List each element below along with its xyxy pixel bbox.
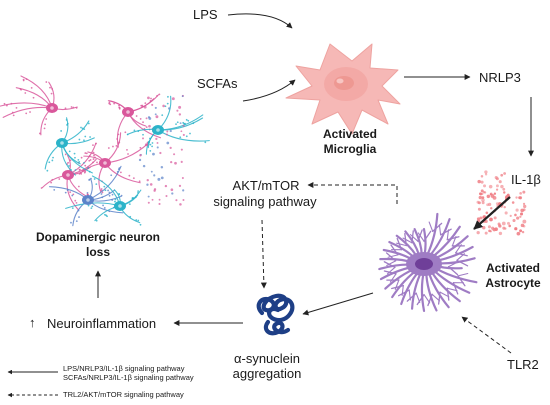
il1b-label: IL-1β (511, 172, 541, 187)
alpha-synuclein-aggregate-icon (256, 293, 295, 336)
alpha-synuclein-label-line1: α-synuclein (233, 351, 301, 366)
lps-label: LPS (193, 7, 218, 22)
legend-solid-label-line2: SCFAs/NRLP3/IL-1β signaling pathway (63, 373, 194, 382)
dopaminergic-neuron-loss-label-line2: loss (85, 245, 110, 259)
legend-dashed-label: TRL2/AKT/mTOR signaling pathway (63, 390, 184, 399)
arrow-astrocyte-to-akt-mtor (307, 182, 398, 204)
tlr2-label: TLR2 (507, 357, 539, 372)
legend-lines (7, 369, 58, 398)
akt-mtor-label-line2: signaling pathway (213, 194, 317, 209)
activated-microglia-label-line2: Microglia (323, 142, 377, 156)
nrlp3-label: NRLP3 (479, 70, 521, 85)
activated-astrocyte-label-line2: Astrocyte (485, 276, 541, 290)
il1b-dots-icon (476, 170, 527, 236)
neuroinflammation-label: Neuroinflammation (47, 316, 157, 331)
activated-microglia-label-line1: Activated (322, 127, 378, 141)
dopaminergic-neuron-loss-label-line1: Dopaminergic neuron (35, 230, 160, 244)
dopaminergic-neurons-icon (0, 75, 210, 227)
legend-solid-label-line1: LPS/NRLP3/IL-1β signaling pathway (63, 364, 185, 373)
microglia-cell-icon (285, 43, 401, 135)
arrow-tlr2-to-astrocyte (461, 316, 512, 354)
arrow-il1b-to-astrocyte (473, 196, 511, 230)
dashed-arrows (260, 182, 512, 354)
activated-astrocyte-label-line1: Activated (485, 261, 541, 275)
solid-arrows (95, 13, 534, 326)
arrow-lps-to-microglia (227, 13, 293, 29)
increase-arrow-glyph: ↑ (29, 315, 36, 330)
alpha-synuclein-label-line2: aggregation (232, 366, 302, 381)
akt-mtor-label-line1: AKT/mTOR (232, 178, 300, 193)
astrocyte-cell-icon (378, 212, 478, 313)
scfas-label: SCFAs (197, 76, 238, 91)
arrow-astrocyte-to-synuclein (302, 292, 374, 316)
arrow-scfas-to-microglia (242, 79, 296, 102)
arrow-akt-mtor-to-synuclein (260, 219, 267, 289)
